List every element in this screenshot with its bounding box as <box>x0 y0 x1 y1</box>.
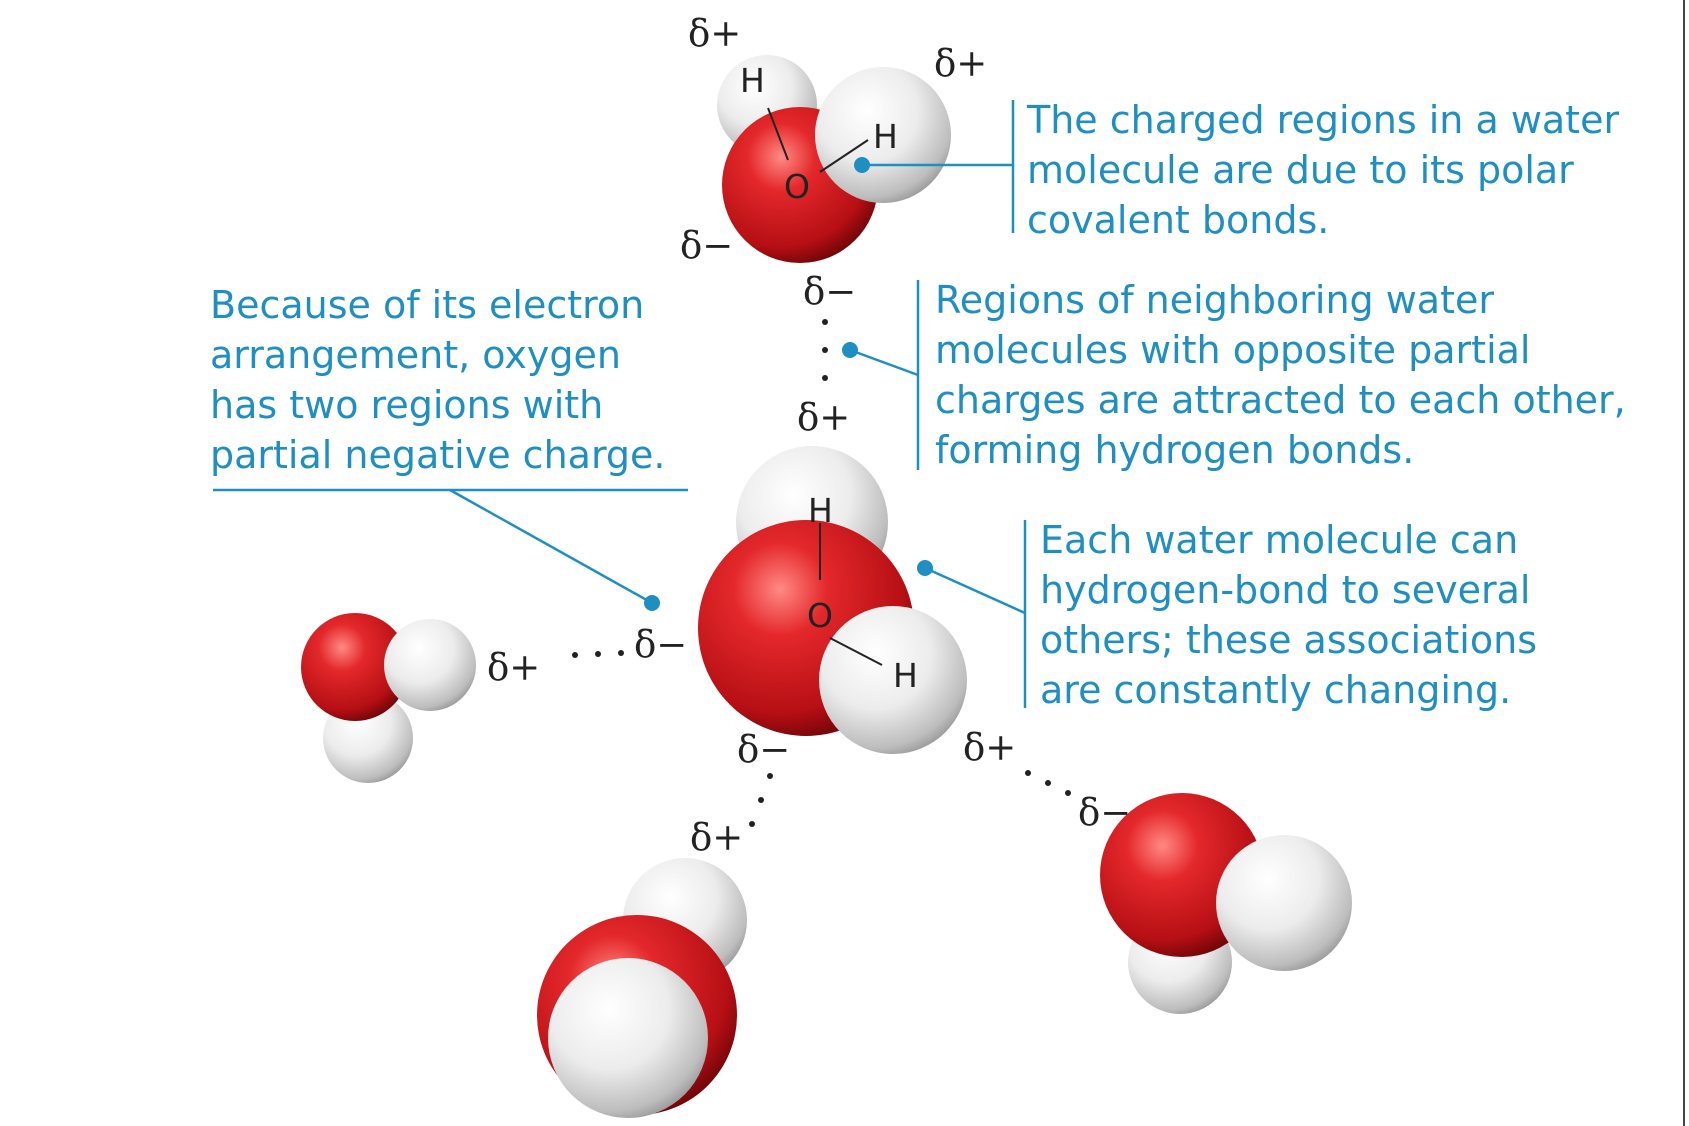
oxygen-atom <box>301 613 409 721</box>
callout-polar-bonds: The charged regions in a water molecule … <box>1027 98 1620 242</box>
partial-charge-negative: δ− <box>737 728 790 771</box>
partial-charge-negative: δ− <box>680 224 733 267</box>
partial-charge-positive: δ+ <box>487 646 540 689</box>
callout-oxygen-regions: Because of its electron arrangement, oxy… <box>210 283 666 477</box>
water-molecule-right <box>1100 793 1352 1014</box>
bond-line <box>829 637 883 666</box>
partial-charge-positive: δ+ <box>797 396 850 439</box>
callout-hydrogen-bonds: Regions of neighboring water molecules w… <box>935 278 1626 472</box>
callout-several-others: Each water molecule can hydrogen-bond to… <box>1040 518 1537 712</box>
partial-charge-positive: δ+ <box>963 726 1016 769</box>
partial-charge-positive: δ+ <box>688 12 741 55</box>
atom-label-h: H <box>893 656 918 695</box>
hydrogen-atom <box>819 606 967 754</box>
hydrogen-bond-right: δ+ δ− <box>963 726 1131 834</box>
partial-charge-positive: δ+ <box>934 42 987 85</box>
atom-label-h: H <box>873 117 898 156</box>
hydrogen-bond-vertical: δ− δ+ <box>797 270 856 439</box>
page-edge-divider <box>1683 0 1685 1126</box>
hydrogen-bond-bottom: δ− δ+ <box>690 728 790 859</box>
water-molecule-top: H H O δ+ δ+ δ− <box>680 12 987 267</box>
hydrogen-atom <box>1216 835 1352 971</box>
hydrogen-atom <box>384 619 476 711</box>
water-molecule-center: H O H <box>698 446 967 754</box>
water-molecule-bottom <box>537 858 747 1118</box>
water-molecule-left <box>301 613 476 783</box>
hydrogen-atom <box>548 958 708 1118</box>
partial-charge-positive: δ+ <box>690 816 743 859</box>
hydrogen-atom <box>815 67 951 203</box>
bond-line <box>767 107 789 161</box>
leader-lines <box>213 100 1027 708</box>
partial-charge-negative: δ− <box>803 270 856 313</box>
atom-label-o: O <box>784 167 810 206</box>
partial-charge-negative: δ− <box>634 623 687 666</box>
partial-charge-negative: δ− <box>1078 791 1131 834</box>
bond-line <box>819 139 869 173</box>
leader-dots <box>644 157 933 611</box>
hydrogen-bond-left: δ+ δ− <box>487 623 687 689</box>
atom-label-h: H <box>808 491 833 530</box>
atom-label-h: H <box>740 61 765 100</box>
atom-label-o: O <box>807 596 833 635</box>
